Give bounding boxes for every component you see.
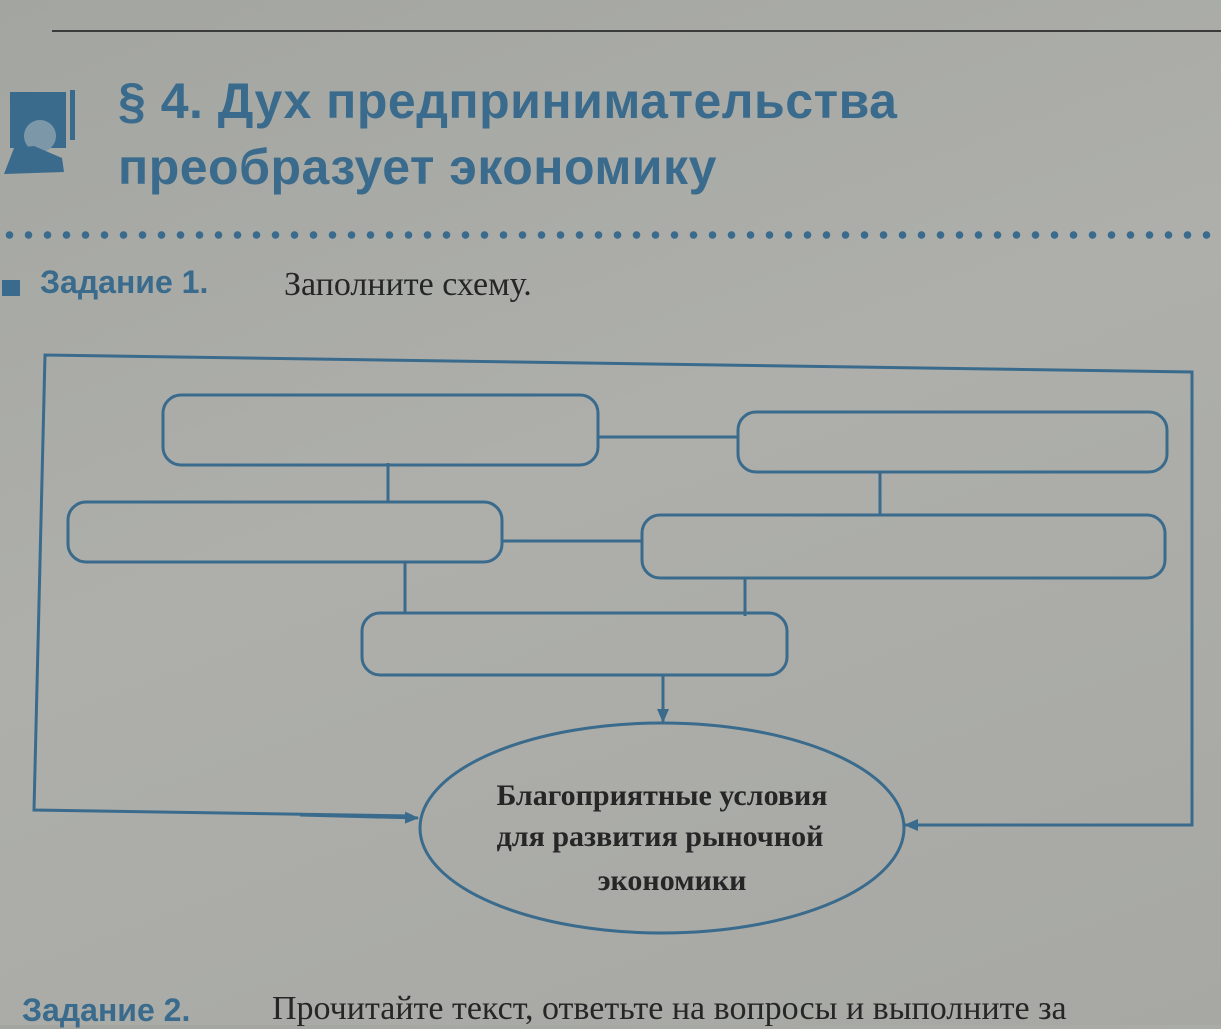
- task1-text: Заполните схему.: [284, 266, 532, 303]
- top-rule: [52, 30, 1221, 32]
- ellipse-line-2: для развития рыночной: [497, 820, 824, 853]
- task2-text: Прочитайте текст, ответьте на вопросы и …: [272, 990, 1067, 1027]
- task1-label: Задание 1.: [40, 264, 209, 300]
- ellipse-line-1: Благоприятные условия: [496, 779, 827, 812]
- task-bullet: [2, 280, 20, 296]
- scheme-box-2: [736, 410, 1169, 474]
- student-writing-icon: [4, 88, 76, 174]
- frame-left-arrow: [299, 811, 419, 824]
- scheme-box-5: [360, 611, 789, 677]
- scheme-box-1: [161, 393, 600, 467]
- dotted-divider: [0, 228, 1221, 242]
- task2-label: Задание 2.: [22, 992, 191, 1028]
- ellipse-line-3: экономики: [598, 864, 747, 897]
- target-ellipse: [418, 721, 906, 935]
- scheme-box-4: [640, 513, 1167, 580]
- section-title-line1: § 4. Дух предпринимательства: [118, 73, 898, 129]
- outer-frame-left: [32, 353, 1194, 827]
- section-title-line2: преобразует экономику: [118, 139, 717, 195]
- scheme-box-3: [66, 500, 504, 564]
